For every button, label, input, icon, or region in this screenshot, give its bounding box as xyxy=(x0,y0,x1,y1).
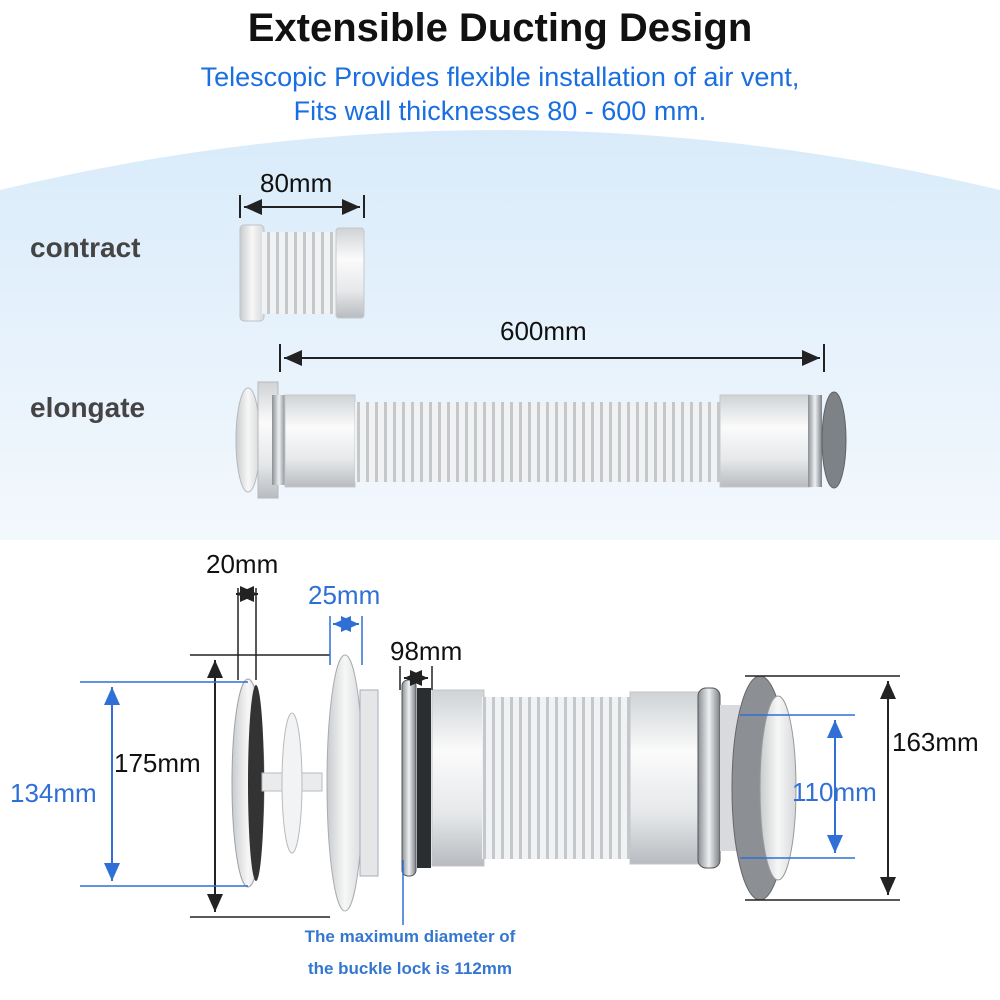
buckle-note-line-1: The maximum diameter of xyxy=(304,927,516,946)
grille-outer-dim: 175mm xyxy=(114,748,201,778)
page-title: Extensible Ducting Design xyxy=(247,6,753,50)
flange-thickness-dim: 25mm xyxy=(308,580,381,610)
elongate-length: 600mm xyxy=(500,316,587,346)
duct-diameter-dim: 98mm xyxy=(390,636,463,666)
contract-label: contract xyxy=(30,232,141,263)
outlet-diameter-dim: 110mm xyxy=(792,777,877,807)
subtitle-line-2: Fits wall thicknesses 80 - 600 mm. xyxy=(293,96,707,126)
buckle-note-line-2: the buckle lock is 112mm xyxy=(307,959,513,978)
grille-thickness-dim: 20mm xyxy=(206,549,279,579)
contract-length: 80mm xyxy=(260,168,333,198)
outer-cap-dim: 163mm xyxy=(892,727,979,757)
elongated-duct xyxy=(235,381,847,499)
elongate-label: elongate xyxy=(30,392,146,423)
grille-inner-dim: 134mm xyxy=(10,778,97,808)
exploded-assembly xyxy=(231,654,797,912)
contracted-duct xyxy=(239,224,365,322)
subtitle-line-1: Telescopic Provides flexible installatio… xyxy=(200,62,800,92)
